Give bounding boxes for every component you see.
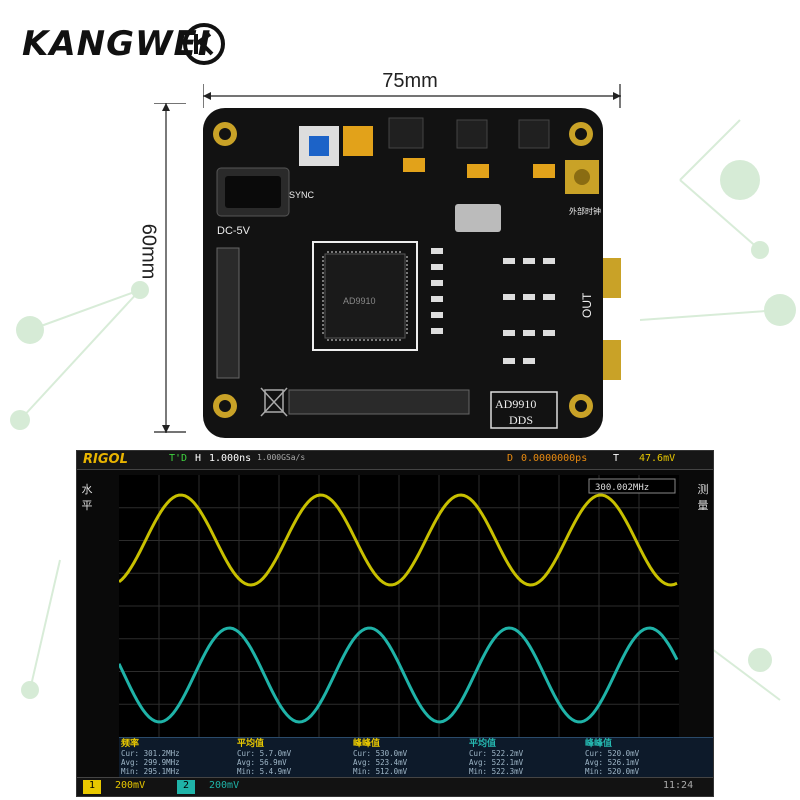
ch1-scale[interactable]: 200mV: [115, 780, 146, 791]
frequency-readout: 300.002MHz: [595, 483, 649, 493]
measurement-cur: Cur: 301.2MHz: [121, 749, 180, 758]
channel-bar: 1 200mV 2 200mV 11:24: [77, 777, 713, 796]
width-dimension-label: 75mm: [382, 70, 438, 92]
measurement-avg: Avg: 56.9mV: [237, 758, 287, 767]
measurement-2: 平均值 Cur: 5.7.0mV Avg: 56.9mV Min: 5.4.9m…: [237, 739, 352, 777]
ch2-scale[interactable]: 200mV: [209, 780, 240, 791]
model-label: AD9910: [495, 397, 536, 411]
measurement-min: Min: 5.4.9mV: [237, 767, 292, 776]
waveform-display: 300.002MHz: [119, 475, 679, 737]
measurement-panel: 频率 Cur: 301.2MHz Avg: 299.9MHz Min: 295.…: [119, 737, 713, 778]
sync-label: SYNC: [289, 190, 315, 200]
measurement-1: 频率 Cur: 301.2MHz Avg: 299.9MHz Min: 295.…: [121, 739, 236, 777]
chip-label: AD9910: [343, 296, 376, 306]
measurement-min: Min: 295.1MHz: [121, 767, 180, 776]
clock-time: 11:24: [663, 780, 694, 791]
measurement-min: Min: 522.3mV: [469, 767, 524, 776]
h-label: H: [195, 453, 202, 464]
scope-brand: RIGOL: [83, 452, 128, 467]
measurement-cur: Cur: 5.7.0mV: [237, 749, 292, 758]
measurement-min: Min: 512.0mV: [353, 767, 408, 776]
measurement-title: 峰峰值: [353, 739, 381, 749]
measurement-min: Min: 520.0mV: [585, 767, 640, 776]
brand-name: KANGWEI: [22, 24, 212, 64]
delay: 0.0000000ps: [521, 453, 588, 464]
brand-logo-mark-icon: [183, 23, 225, 65]
measurement-avg: Avg: 522.1mV: [469, 758, 524, 767]
measurement-title: 峰峰值: [585, 739, 613, 749]
brand-logo: KANGWEI: [22, 24, 211, 64]
width-dimension-line: [203, 84, 621, 108]
measurement-cur: Cur: 530.0mV: [353, 749, 408, 758]
scope-status-bar: RIGOL T'D H 1.000ns 1.000GSa/s D 0.00000…: [77, 451, 713, 470]
measurement-3: 峰峰值 Cur: 530.0mV Avg: 523.4mV Min: 512.0…: [353, 739, 468, 777]
horizontal-menu[interactable]: 水平: [81, 484, 93, 512]
trigger-level: 47.6mV: [639, 453, 676, 464]
height-dimension-label: 60mm: [137, 223, 160, 280]
ch2-waveform: [119, 626, 679, 724]
ad9910-dds-board: DC-5V SYNC 外部时钟 AD9910 AD9910 DDS OUT: [203, 108, 621, 438]
measurement-4: 平均值 Cur: 522.2mV Avg: 522.1mV Min: 522.3…: [469, 739, 584, 777]
measurement-cur: Cur: 522.2mV: [469, 749, 524, 758]
measurement-title: 平均值: [237, 739, 265, 749]
oscilloscope-screen: RIGOL T'D H 1.000ns 1.000GSa/s D 0.00000…: [76, 450, 714, 797]
d-label: D: [507, 453, 514, 464]
trigger-mode: T'D: [169, 453, 188, 464]
measure-menu[interactable]: 测量: [697, 484, 709, 512]
out-label: OUT: [580, 292, 594, 318]
measurement-title: 频率: [121, 739, 140, 749]
measurement-cur: Cur: 520.0mV: [585, 749, 640, 758]
measurement-avg: Avg: 526.1mV: [585, 758, 640, 767]
height-dimension-line: [154, 103, 186, 433]
power-label: DC-5V: [217, 225, 251, 237]
ch1-indicator[interactable]: 1: [83, 780, 102, 794]
ch2-indicator[interactable]: 2: [177, 780, 196, 794]
measurement-avg: Avg: 523.4mV: [353, 758, 408, 767]
timebase: 1.000ns: [209, 453, 252, 464]
measurement-avg: Avg: 299.9MHz: [121, 758, 180, 767]
ch1-waveform: [119, 493, 678, 587]
dds-label: DDS: [509, 413, 533, 427]
measurement-5: 峰峰值 Cur: 520.0mV Avg: 526.1mV Min: 520.0…: [585, 739, 700, 777]
measurement-title: 平均值: [469, 739, 497, 749]
t-label: T: [613, 453, 620, 464]
ext-clock-label: 外部时钟: [569, 206, 601, 216]
sample-rate: 1.000GSa/s: [257, 453, 306, 462]
